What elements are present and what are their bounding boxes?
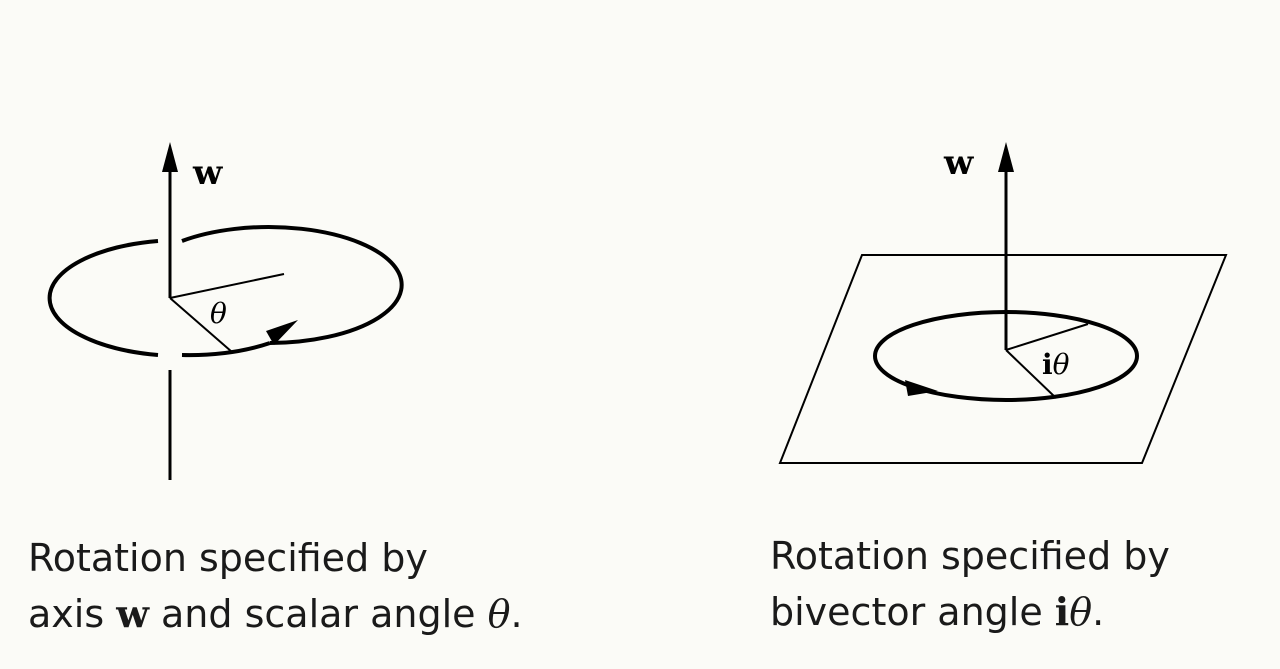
left-rotation-circle	[181, 225, 404, 345]
left-angle-label: θ	[210, 297, 227, 330]
right-figure: w iθ	[778, 142, 1228, 464]
right-angle-line-2	[1005, 349, 1057, 399]
right-axis-arrowhead	[998, 142, 1014, 172]
right-axis-label-text: w	[943, 143, 974, 183]
left-figure: w θ	[47, 142, 404, 480]
right-angle-label-i: i	[1042, 348, 1053, 381]
caption-left-symbol-theta: θ	[487, 592, 511, 636]
caption-right-suffix: .	[1092, 590, 1105, 634]
caption-left-middle: and scalar angle	[148, 592, 488, 636]
caption-right: Rotation specified by bivector angle iθ.	[770, 528, 1170, 640]
caption-left-symbol-w: w	[116, 591, 149, 636]
left-rotation-arrowhead	[266, 320, 298, 345]
caption-left-line2: axis w and scalar angle θ.	[28, 586, 523, 642]
right-angle-label: iθ	[1042, 348, 1070, 381]
left-rotation-circle-left	[47, 239, 159, 357]
caption-left: Rotation specified by axis w and scalar …	[28, 530, 523, 642]
left-angle-line-1	[169, 273, 285, 299]
caption-right-line2: bivector angle iθ.	[770, 584, 1170, 640]
caption-right-line1: Rotation specified by	[770, 534, 1170, 578]
right-plane	[778, 254, 1228, 464]
left-axis-label: w	[192, 153, 223, 193]
caption-left-prefix: axis	[28, 592, 117, 636]
right-angle-label-theta: θ	[1053, 348, 1070, 381]
caption-left-suffix: .	[510, 592, 523, 636]
left-axis-arrowhead	[162, 142, 178, 172]
caption-left-line1: Rotation specified by	[28, 536, 428, 580]
left-rotation-circle-back	[181, 341, 271, 358]
right-rotation-arrowhead	[905, 380, 938, 396]
left-angle-line-2	[169, 297, 233, 353]
right-rotation-circle	[873, 310, 1139, 402]
right-angle-line-1	[1005, 323, 1089, 351]
caption-right-symbol-i: i	[1054, 589, 1070, 634]
right-axis-label: w	[943, 143, 974, 183]
caption-right-prefix: bivector angle	[770, 590, 1055, 634]
caption-right-symbol-theta: θ	[1069, 590, 1093, 634]
